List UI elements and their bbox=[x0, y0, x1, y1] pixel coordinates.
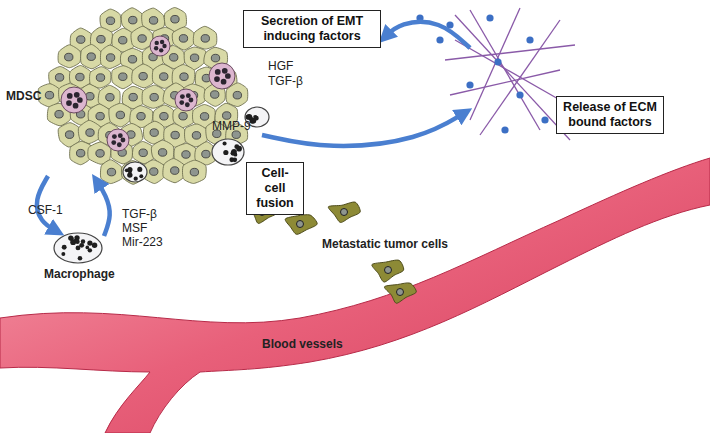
mdsc-cell bbox=[175, 89, 197, 111]
tumor-cell bbox=[182, 160, 206, 183]
box-label: Secretion of EMT inducing factors bbox=[249, 14, 375, 44]
process-arrow bbox=[96, 180, 110, 236]
factor-dot bbox=[541, 116, 548, 123]
tumor-cell-cluster bbox=[38, 8, 248, 185]
tumor-cell bbox=[100, 160, 123, 184]
tumor-cell bbox=[193, 26, 217, 49]
metastatic-cell bbox=[384, 283, 416, 303]
tumor-cell bbox=[58, 45, 81, 68]
annotation-label: MDSC bbox=[6, 90, 41, 104]
factor-dot bbox=[516, 91, 523, 98]
process-arrow bbox=[384, 22, 470, 48]
blood-vessel bbox=[0, 158, 710, 433]
mdsc-cell bbox=[150, 36, 170, 56]
annotation-label: HGF bbox=[268, 60, 293, 74]
mdsc-cell bbox=[209, 63, 235, 89]
label-box: Release of ECM bound factors bbox=[556, 96, 664, 134]
tumor-cell bbox=[100, 45, 122, 68]
immune-cells bbox=[54, 36, 416, 303]
tumor-cell bbox=[132, 64, 154, 88]
annotation-label: CSF-1 bbox=[28, 204, 63, 218]
label-box: Cell-cell fusion bbox=[246, 162, 304, 215]
tumor-cell bbox=[78, 120, 101, 143]
factor-dot bbox=[501, 126, 508, 133]
annotation-label: Macrophage bbox=[44, 268, 115, 282]
growth-factor-dots bbox=[416, 14, 548, 133]
tumor-cell bbox=[112, 66, 134, 89]
tumor-cell bbox=[109, 103, 132, 127]
mdsc-cell bbox=[123, 162, 147, 182]
process-arrows bbox=[37, 22, 470, 236]
tumor-cell bbox=[142, 85, 165, 108]
fusing-cell bbox=[212, 139, 244, 165]
metastatic-cell bbox=[328, 202, 360, 222]
factor-dot bbox=[486, 14, 493, 21]
metastatic-cell bbox=[285, 215, 317, 235]
tumor-cell bbox=[163, 83, 186, 107]
metastatic-cell bbox=[372, 260, 404, 282]
tumor-cell bbox=[81, 44, 103, 68]
factor-dot bbox=[466, 81, 473, 88]
annotation-label: Metastatic tumor cells bbox=[322, 238, 448, 252]
annotation-label: Mir-223 bbox=[122, 236, 163, 250]
annotation-label: Blood vessels bbox=[262, 338, 343, 352]
label-box: Secretion of EMT inducing factors bbox=[243, 10, 381, 48]
factor-dot bbox=[494, 58, 501, 65]
box-label: Cell-cell fusion bbox=[252, 166, 298, 211]
mdsc-cell bbox=[107, 129, 129, 151]
macrophage-cell bbox=[54, 233, 102, 263]
annotation-label: MSF bbox=[122, 222, 147, 236]
factor-dot bbox=[526, 36, 533, 43]
process-arrow bbox=[262, 112, 466, 146]
mdsc-cell bbox=[61, 87, 87, 113]
factor-dot bbox=[436, 36, 443, 43]
annotation-label: TGF-β bbox=[122, 208, 157, 222]
annotation-label: TGF-β bbox=[268, 75, 303, 89]
annotation-label: MMP-9 bbox=[212, 120, 251, 134]
tumor-cell bbox=[90, 67, 111, 88]
box-label: Release of ECM bound factors bbox=[562, 100, 658, 130]
